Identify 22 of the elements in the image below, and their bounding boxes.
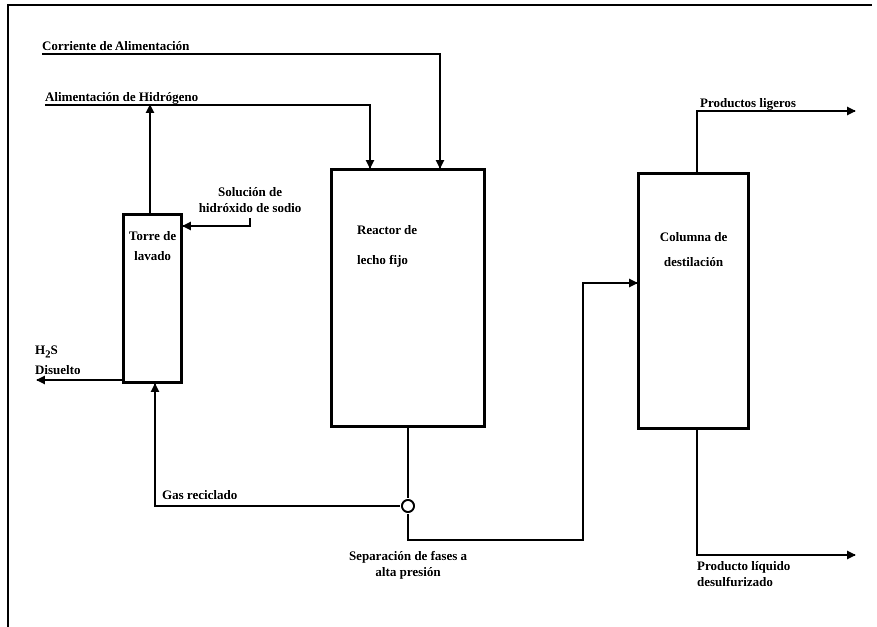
arrow [36,376,122,384]
arrow [150,383,400,507]
arrow [146,104,154,213]
stream-label: H$_{2}$S Disuelto [35,342,105,378]
stream-label: Solución de hidróxido de sodio [190,184,310,218]
process-box [122,213,183,384]
box-label: Torre de lavado [128,227,178,266]
stream-label: Producto líquido desulfurizado [697,555,855,593]
separator-label: Separación de fases a alta presión [348,548,468,580]
process-box [330,168,486,428]
box-label: Columna de destilación [658,228,728,271]
arrow [182,218,251,230]
arrow [696,430,856,560]
stream-label: Productos ligeros [700,95,855,111]
arrow [45,104,374,169]
arrow [407,278,638,541]
stream-label: Alimentación de Hidrógeno [45,89,285,105]
arrow [42,53,444,169]
stream-label: Corriente de Alimentación [42,38,282,54]
box-label: Reactor de lecho fijo [357,221,418,269]
process-box [637,172,750,430]
arrow [696,106,856,172]
